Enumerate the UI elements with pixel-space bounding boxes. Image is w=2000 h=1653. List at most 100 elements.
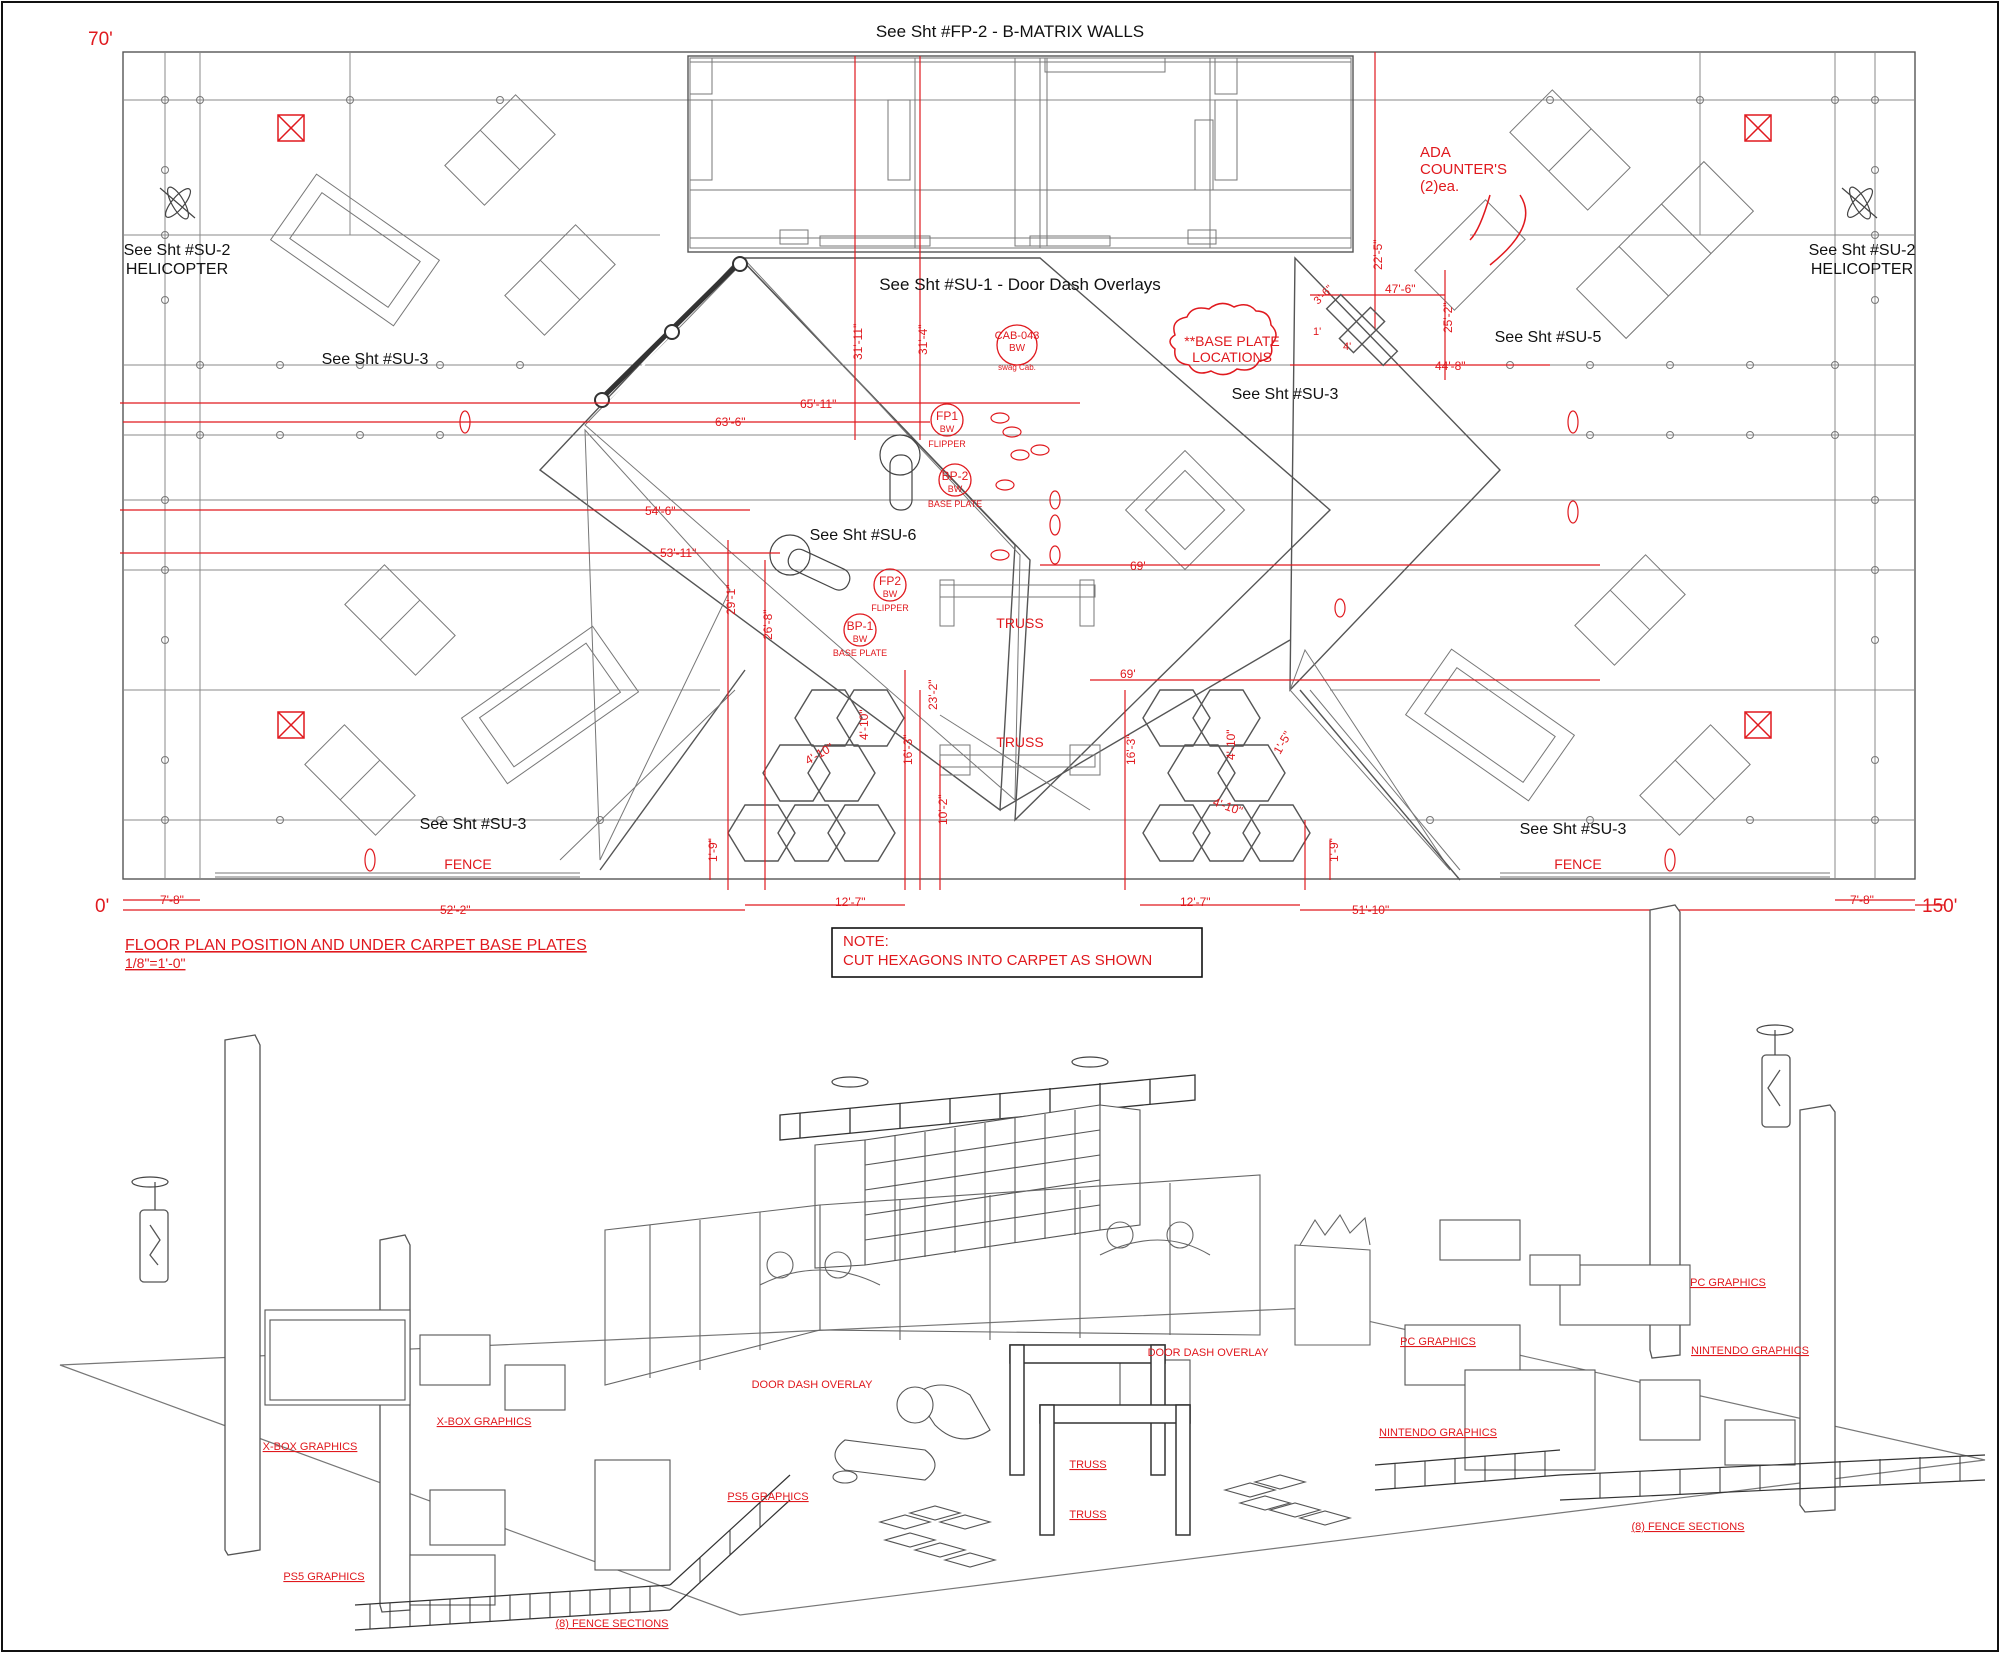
dim-4: 4' [1343,341,1351,353]
dim-1-9-left: 1'-9" [706,838,720,862]
dim-12-7-left: 12'-7" [835,895,866,909]
dim-53-11: 53'-11" [660,546,696,560]
sheet-ref-su6: See Sht #SU-6 [810,527,917,544]
hexagon-cutouts-left [727,689,905,862]
bp2-sub: BW [948,484,963,494]
plan-scale: 1/8"=1'-0" [125,955,186,971]
booth-outline [122,51,1916,880]
dim-16-3-left: 16'-3" [901,734,915,765]
dim-69-upper: 69' [1130,559,1146,573]
helicopter-icon-left [159,186,196,220]
sheet-ref-heli-left-2: HELICOPTER [126,261,228,278]
sheet-ref-top: See Sht #FP-2 - B-MATRIX WALLS [876,22,1144,41]
bp2-label: BP-2 [942,469,969,483]
dim-69-lower: 69' [1120,667,1136,681]
iso-fence-pickets [369,1451,1961,1629]
iso-floor [59,1307,1986,1616]
dim-47-6: 47'-6" [1385,282,1416,296]
center-bottom-edge [999,639,1291,811]
bp1-sub: BW [853,634,868,644]
dim-1-9-right: 1'-9" [1327,838,1341,862]
ada-label-1: ADA [1420,144,1451,161]
bp1-desc: BASE PLATE [833,648,887,658]
iso-flippers [832,1384,991,1484]
sheet-ref-heli-right-2: HELICOPTER [1811,261,1913,278]
iso-label-truss-upper: TRUSS [1069,1459,1106,1471]
iso-label-door-dash-left: DOOR DASH OVERLAY [752,1379,873,1391]
iso-matrix-walls [604,1174,1261,1386]
dim-65-11: 65'-11" [800,397,836,411]
center-left-outline [584,259,1021,802]
dim-23-2: 23'-2" [926,679,940,710]
iso-console-pods [264,1219,1796,1606]
iso-label-door-dash-right: DOOR DASH OVERLAY [1148,1347,1269,1359]
scale-0: 0' [95,896,109,917]
iso-label-truss-lower: TRUSS [1069,1509,1106,1521]
dim-29-1: 29'-1" [724,584,738,615]
fence-label-right: FENCE [1554,856,1601,872]
iso-label-ps5-left: PS5 GRAPHICS [283,1571,364,1583]
grid-dots [161,96,1879,824]
dim-12-7-right: 12'-7" [1180,895,1211,909]
floor-plan: See Sht #FP-2 - B-MATRIX WALLS See Sht #… [88,22,1957,978]
dim-44-8: 44'-8" [1435,359,1466,373]
fence-label-left: FENCE [444,856,491,872]
lower-right-edge [1299,689,1461,881]
b-matrix-walls [687,55,1354,253]
dim-63-6: 63'-6" [715,415,746,429]
dim-10-2: 10'-2" [936,794,950,825]
iso-label-xbox-right: X-BOX GRAPHICS [437,1416,532,1428]
note-heading: NOTE: [843,933,889,950]
ada-label-3: (2)ea. [1420,178,1459,195]
iso-label-pc-right: PC GRAPHICS [1690,1277,1766,1289]
helicopter-icon-iso [131,1024,1794,1210]
iso-label-xbox-left: X-BOX GRAPHICS [263,1441,358,1453]
iso-video-wall [814,1104,1141,1269]
sheet-ref-heli-left-1: See Sht #SU-2 [124,242,231,259]
fp1-desc: FLIPPER [928,439,966,449]
truss-plan-upper [939,579,1096,627]
dim-51-10: 51'-10" [1352,903,1389,917]
sheet-ref-su3-nw: See Sht #SU-3 [322,351,429,368]
truss-label-upper: TRUSS [996,615,1043,631]
fp2-marker [873,568,907,602]
fp2-sub: BW [883,589,898,599]
iso-label-ps5-right: PS5 GRAPHICS [727,1491,808,1503]
scale-70: 70' [88,29,113,50]
cab-043-sub: BW [1009,343,1026,354]
dim-54-6: 54'-6" [645,504,676,518]
bp1-marker [843,613,877,647]
ada-arrow [1469,194,1527,266]
fp1-sub: BW [940,424,955,434]
base-plate-cloud-1: **BASE PLATE [1184,333,1279,349]
dim-26-8: 26'-8" [761,609,775,640]
iso-truss-arches [1009,1344,1191,1536]
dim-52-2: 52'-2" [440,903,471,917]
dim-31-4: 31'-4" [916,324,930,355]
fp1-label: FP1 [936,409,958,423]
iso-ada-walls [1294,1213,1371,1346]
base-plate-marks [364,410,1676,872]
bp1-label: BP-1 [847,619,874,633]
flipper-fp1-plan [879,434,921,511]
iso-label-fence-left: (8) FENCE SECTIONS [555,1618,668,1630]
fence-plan [215,689,1830,878]
note-box [831,927,1203,978]
base-plate-cloud [1169,302,1277,376]
dim-7-8-right: 7'-8" [1850,893,1874,907]
sheet-ref-su3-se: See Sht #SU-3 [1520,821,1627,838]
hexagon-cutouts-right [1142,689,1311,862]
helicopter-icon-right [1841,186,1878,220]
bp2-marker [938,463,972,497]
note-text: CUT HEXAGONS INTO CARPET AS SHOWN [843,952,1152,969]
iso-pillars [224,904,1836,1613]
x-markers [277,114,1772,739]
sheet-ref-su3-center: See Sht #SU-3 [1232,386,1339,403]
sheet-ref-door-dash: See Sht #SU-1 - Door Dash Overlays [879,275,1161,294]
sheet-ref-heli-right-1: See Sht #SU-2 [1809,242,1916,259]
flipper-fp2-plan [769,534,851,591]
base-plate-assembly [1325,293,1399,367]
fp1-marker [930,403,964,437]
dimension-lines [120,52,1945,911]
iso-label-pc-left: PC GRAPHICS [1400,1336,1476,1348]
